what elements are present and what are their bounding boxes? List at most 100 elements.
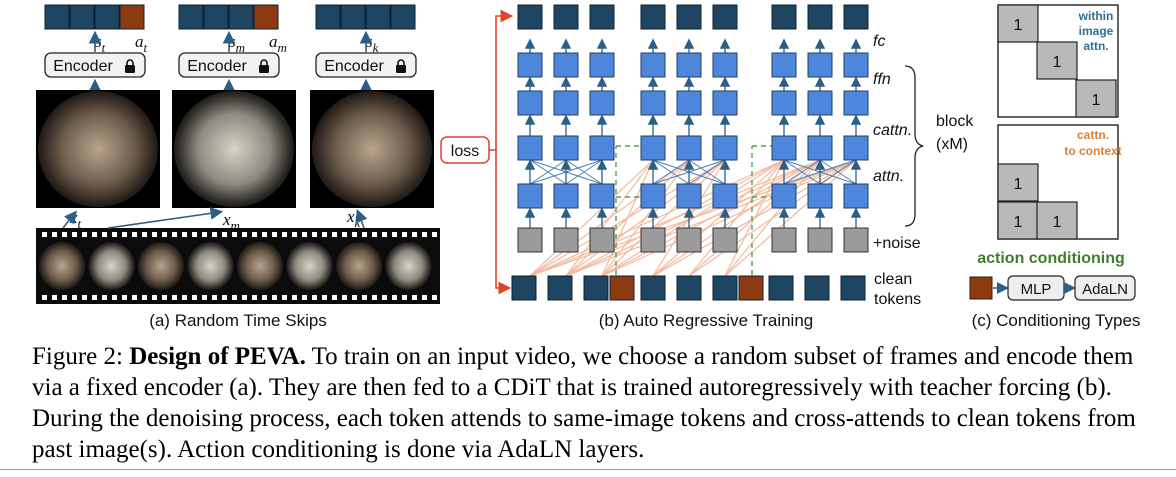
cross-attn-line <box>529 159 785 277</box>
adaln-box <box>1074 275 1136 301</box>
film-hole <box>312 295 317 300</box>
action-conditioning-label: action conditioning <box>977 250 1125 267</box>
film-hole <box>432 295 437 300</box>
film-hole <box>402 295 407 300</box>
film-hole <box>232 232 237 237</box>
lock-body <box>259 65 269 73</box>
layer-block <box>807 183 833 209</box>
self-attn-line <box>783 159 821 185</box>
cell-value: 1 <box>1053 54 1062 71</box>
film-hole <box>102 232 107 237</box>
output-token <box>640 4 666 30</box>
clean-tokens-label: tokens <box>874 291 921 308</box>
clean-action-token <box>609 275 635 301</box>
film-hole <box>392 295 397 300</box>
film-hole <box>102 295 107 300</box>
film-frame <box>187 242 234 290</box>
film-hole <box>362 232 367 237</box>
film-hole <box>122 295 127 300</box>
film-hole <box>92 232 97 237</box>
lock-shackle <box>260 59 268 65</box>
cell-value: 1 <box>1014 17 1023 34</box>
layer-block <box>676 52 702 78</box>
noise-token <box>589 227 615 253</box>
clean-token <box>511 275 537 301</box>
film-hole <box>142 295 147 300</box>
film-hole <box>292 295 297 300</box>
self-attn-line <box>565 159 603 185</box>
loss-arrow-down <box>495 150 512 295</box>
lock-icon <box>259 59 269 73</box>
cross-attn-line <box>724 159 785 277</box>
state-token <box>340 4 366 30</box>
film-hole <box>152 232 157 237</box>
frame-label-base: x <box>222 210 231 229</box>
film-hole <box>352 295 357 300</box>
film-hole <box>62 295 67 300</box>
film-hole <box>302 295 307 300</box>
film-hole <box>412 232 417 237</box>
output-token <box>771 4 797 30</box>
encoder-box <box>44 52 146 78</box>
video-frame-photo <box>38 91 158 207</box>
layer-block <box>553 52 579 78</box>
noise-token <box>807 227 833 253</box>
action-label-sub: t <box>144 40 148 55</box>
film-hole <box>222 295 227 300</box>
film-hole <box>202 232 207 237</box>
lock-body <box>125 65 135 73</box>
film-hole <box>332 232 337 237</box>
state-token <box>69 4 95 30</box>
film-hole <box>232 295 237 300</box>
action-label-base: a <box>135 32 144 51</box>
within-label: within <box>1078 9 1114 23</box>
cattn-label: cattn. <box>1077 128 1109 142</box>
caption-title: Design of PEVA. <box>129 343 306 370</box>
frame-label-sub: m <box>231 218 240 233</box>
cell-value: 1 <box>1014 214 1023 231</box>
action-token <box>969 276 993 300</box>
encoder-label: Encoder <box>187 58 247 75</box>
clean-token <box>547 275 573 301</box>
output-token <box>553 4 579 30</box>
cross-attn-line <box>688 159 785 277</box>
output-token <box>712 4 738 30</box>
layer-block <box>589 90 615 116</box>
film-hole <box>322 295 327 300</box>
layer-block <box>640 183 666 209</box>
action-token <box>253 4 279 30</box>
within-attn-cell <box>1036 41 1078 80</box>
strip-arrow <box>62 210 77 229</box>
film-frame <box>286 242 333 290</box>
film-hole <box>142 232 147 237</box>
film-hole <box>352 232 357 237</box>
cross-attn-line <box>724 159 821 277</box>
layer-block <box>712 90 738 116</box>
layer-block <box>807 90 833 116</box>
cell-value: 1 <box>1014 176 1023 193</box>
film-hole <box>172 295 177 300</box>
layer-label-4: +noise <box>873 235 921 252</box>
state-label-sub: m <box>236 40 245 55</box>
state-label: sm <box>229 32 245 55</box>
film-hole <box>212 232 217 237</box>
clean-token <box>804 275 830 301</box>
video-frame-photo <box>174 91 294 207</box>
mlp-label: MLP <box>1021 281 1052 298</box>
film-hole <box>162 232 167 237</box>
film-hole <box>342 232 347 237</box>
lock-body <box>396 65 406 73</box>
film-hole <box>242 232 247 237</box>
film-hole <box>42 295 47 300</box>
film-hole <box>182 295 187 300</box>
noise-token <box>771 227 797 253</box>
noise-token <box>676 227 702 253</box>
layer-block <box>517 183 543 209</box>
layer-label-3: attn. <box>873 168 904 185</box>
caption-prefix: Figure 2: <box>32 343 130 370</box>
self-attn-line <box>529 159 567 185</box>
film-hole <box>272 232 277 237</box>
output-token <box>843 4 869 30</box>
film-hole <box>72 295 77 300</box>
layer-block <box>589 135 615 161</box>
